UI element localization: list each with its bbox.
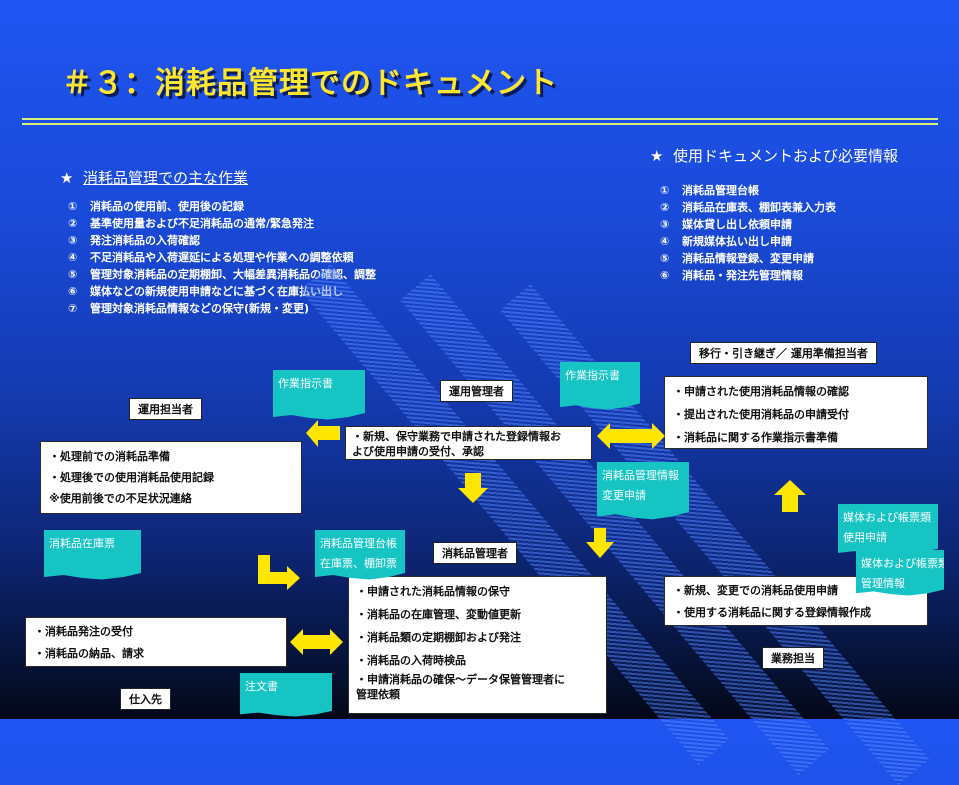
operation-staff-box: ・処理前での消耗品準備 ・処理後での使用消耗品使用記録 ※使用前後での不足状況連… xyxy=(40,441,302,514)
divider-bottom xyxy=(22,123,938,125)
arrow-double-horizontal-icon xyxy=(290,629,343,655)
left-heading-text: 消耗品管理での主な作業 xyxy=(83,169,249,187)
arrow-down-icon xyxy=(586,528,614,558)
left-section-heading: ★ 消耗品管理での主な作業 xyxy=(60,167,248,188)
divider-top xyxy=(22,118,938,120)
doc-media-usage-request: 媒体および帳票類 使用申請 xyxy=(838,504,938,556)
doc-info-change-request: 消耗品管理情報 変更申請 xyxy=(597,462,689,520)
arrow-double-horizontal-icon xyxy=(597,423,665,449)
star-icon: ★ xyxy=(650,147,664,165)
doc-media-management: 媒体および帳票類 管理情報 xyxy=(856,550,944,596)
role-consumables-manager: 消耗品管理者 xyxy=(433,542,517,564)
arrow-left-icon xyxy=(306,420,340,447)
role-migration-staff: 移行・引き継ぎ／ 運用準備担当者 xyxy=(690,342,877,364)
arrow-up-icon xyxy=(774,480,806,512)
arrow-elbow-icon xyxy=(258,555,300,590)
doc-work-order-left: 作業指示書 xyxy=(273,370,365,420)
role-operation-manager: 運用管理者 xyxy=(440,380,513,402)
role-business-staff: 業務担当 xyxy=(762,647,824,669)
supplier-box: ・消耗品発注の受付 ・消耗品の納品、請求 xyxy=(25,617,287,667)
doc-work-order-right: 作業指示書 xyxy=(560,362,640,410)
page-title: ＃３：消耗品管理でのドキュメント xyxy=(62,66,558,101)
doc-purchase-order: 注文書 xyxy=(240,673,332,717)
role-supplier: 仕入先 xyxy=(120,688,171,710)
star-icon: ★ xyxy=(60,169,74,187)
arrow-down-icon xyxy=(458,473,488,503)
right-section-heading: ★ 使用ドキュメントおよび必要情報 xyxy=(650,145,898,166)
arrows-layer xyxy=(258,420,806,655)
role-operation-staff: 運用担当者 xyxy=(129,398,202,420)
operation-manager-box: ・新規、保守業務で申請された登録情報お よび使用申請の受付、承認 xyxy=(345,426,592,460)
consumables-manager-box: ・申請された消耗品情報の保守 ・消耗品の在庫管理、変動値更新 ・消耗品類の定期棚… xyxy=(348,576,607,714)
doc-ledger: 消耗品管理台帳 在庫票、棚卸票 xyxy=(315,530,405,580)
migration-box: ・申請された使用消耗品情報の確認 ・提出された使用消耗品の申請受付 ・消耗品に関… xyxy=(664,376,928,449)
doc-stock-slip: 消耗品在庫票 xyxy=(44,530,141,580)
business-box: ・新規、変更での消耗品使用申請 ・使用する消耗品に関する登録情報作成 xyxy=(664,576,928,626)
right-heading-text: 使用ドキュメントおよび必要情報 xyxy=(673,147,899,165)
